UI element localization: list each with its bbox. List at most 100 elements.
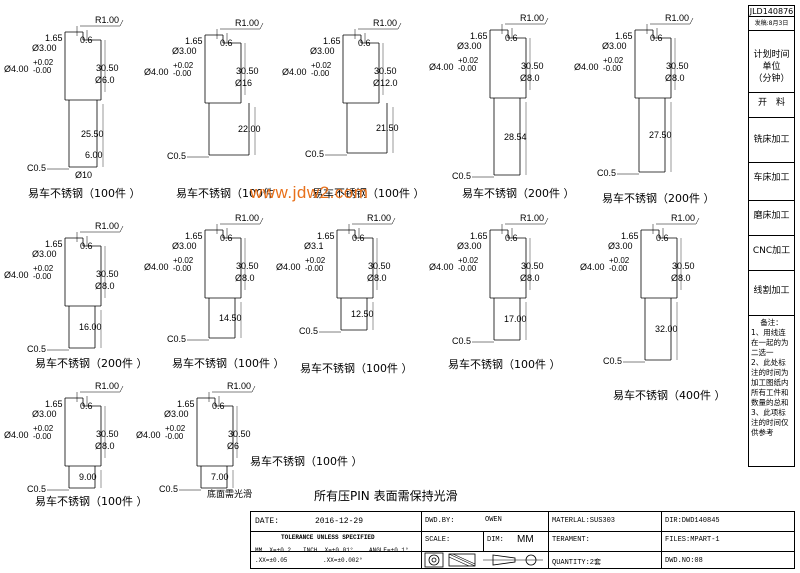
offset-label: 1.65	[621, 231, 639, 241]
radius-label: R1.00	[235, 18, 260, 28]
quantity: QUANTITY:2套	[552, 559, 602, 567]
outline-line	[251, 385, 256, 393]
tolerance-title: TOLERANCE UNLESS SPECIFIED	[281, 534, 375, 541]
scale-label: SCALE:	[425, 536, 451, 544]
radius-label: R1.00	[665, 13, 690, 23]
chamfer-label: C0.5	[452, 171, 472, 181]
tolerance-upper: +0.02	[173, 61, 194, 70]
body-length-label: 17.00	[504, 314, 527, 324]
offset-label: 1.65	[45, 239, 63, 249]
tb-line	[483, 531, 484, 551]
tb-line	[548, 512, 549, 568]
tip-diameter-label: Ø3.00	[172, 241, 197, 251]
part-outline	[47, 385, 124, 491]
radius-label: R1.00	[227, 381, 252, 391]
depth-label: 0.6	[650, 33, 663, 43]
body-diameter-label: Ø16	[235, 78, 253, 88]
tol-xx: .XX=±0.05	[255, 557, 288, 564]
offset-label: 1.65	[185, 36, 203, 46]
depth-label: 0.6	[352, 233, 365, 243]
material-caption: 易车不锈钢（200件 ）	[602, 192, 715, 205]
offset-label: 1.65	[45, 399, 63, 409]
radius-label: R1.00	[95, 221, 120, 231]
offset-label: 1.65	[615, 31, 633, 41]
chamfer-label: C0.5	[305, 149, 325, 159]
shank-diameter-label: Ø4.00	[276, 262, 301, 272]
part-outline	[47, 225, 124, 351]
tolerance-upper: +0.02	[33, 58, 54, 67]
tolerance-upper: +0.02	[33, 264, 54, 273]
material-caption: 易车不锈钢（200件 ）	[462, 187, 575, 200]
offset-label: 1.65	[185, 231, 203, 241]
body-length-label: 16.00	[79, 322, 102, 332]
pin-length-label: 30.50	[96, 63, 119, 73]
row-milling: 铣床加工	[749, 118, 794, 163]
depth-label: 0.6	[505, 33, 518, 43]
body-length-label: 21.50	[376, 123, 399, 133]
shank-diameter-label: Ø4.00	[4, 64, 29, 74]
general-note: 所有压PIN 表面需保持光滑	[314, 489, 458, 503]
tolerance-lower: -0.00	[33, 272, 52, 281]
depth-label: 0.6	[220, 233, 233, 243]
row-cutting: 开 料	[749, 93, 794, 118]
tolerance-lower: -0.00	[311, 69, 330, 78]
body-diameter-label: Ø8.0	[665, 73, 685, 83]
shank-diameter-label: Ø4.00	[429, 262, 454, 272]
depth-label: 0.6	[656, 233, 669, 243]
shank-diameter-label: Ø4.00	[4, 430, 29, 440]
body-diameter-label: Ø12.0	[373, 78, 398, 88]
part-outline	[47, 19, 124, 170]
depth-label: 0.6	[80, 401, 93, 411]
doc-number: JLD140876	[749, 7, 794, 17]
plan-time-header: 计划时间 单位 （分钟）	[749, 31, 794, 93]
pin-length-label: 30.50	[236, 261, 259, 271]
radius-label: R1.00	[520, 213, 545, 223]
sub-length-label: 6.00	[85, 150, 103, 160]
chamfer-label: C0.5	[159, 484, 179, 494]
body-diameter-label: Ø8.0	[520, 73, 540, 83]
pin-length-label: 30.50	[368, 261, 391, 271]
chamfer-label: C0.5	[603, 356, 623, 366]
tolerance-upper: +0.02	[173, 256, 194, 265]
tip-diameter-label: Ø3.1	[304, 241, 324, 251]
pin-length-label: 30.50	[228, 429, 251, 439]
shank-diameter-label: Ø4.00	[136, 430, 161, 440]
pin-length-label: 30.50	[96, 269, 119, 279]
material-caption: 易车不锈钢（100件 ）	[300, 362, 413, 375]
dwd-by-label: DWD.BY:	[425, 517, 455, 525]
tolerance-upper: +0.02	[305, 256, 326, 265]
shank-diameter-label: Ø4.00	[429, 62, 454, 72]
outline-line	[689, 17, 694, 25]
tolerance-upper: +0.02	[609, 256, 630, 265]
body-length-label: 9.00	[79, 472, 97, 482]
tolerance-upper: +0.02	[165, 424, 186, 433]
body-diameter-label: Ø8.0	[671, 273, 691, 283]
body-diameter-label: Ø8.0	[95, 281, 115, 291]
outline-line	[119, 385, 124, 393]
body-diameter-label: Ø8.0	[367, 273, 387, 283]
tolerance-lower: -0.00	[33, 66, 52, 75]
shank-diameter-label: Ø4.00	[144, 67, 169, 77]
row-grinding: 磨床加工	[749, 201, 794, 236]
tip-diameter-label: Ø3.00	[32, 409, 57, 419]
pin-length-label: 30.50	[374, 66, 397, 76]
outline-line	[119, 225, 124, 233]
shank-diameter-label: Ø4.00	[580, 262, 605, 272]
body-diameter-label: Ø6.0	[95, 75, 115, 85]
date-value: 2016-12-29	[315, 517, 364, 526]
outline-line	[259, 22, 264, 30]
offset-label: 1.65	[177, 399, 195, 409]
row-wire-cut: 线割加工	[749, 271, 794, 316]
body-diameter-label: Ø8.0	[235, 273, 255, 283]
tolerance-lower: -0.00	[458, 64, 477, 73]
offset-label: 1.65	[470, 31, 488, 41]
shank-diameter-label: Ø4.00	[282, 67, 307, 77]
dwd-by-value: OWEN	[485, 516, 502, 524]
doc-sub: 发稿:8月3日	[749, 17, 794, 31]
body-length-label: 12.50	[351, 309, 374, 319]
tol-xxx: .XX=±0.002°	[323, 557, 363, 564]
depth-label: 0.6	[80, 35, 93, 45]
date-label: DATE:	[255, 517, 280, 526]
shank-diameter-label: Ø4.00	[144, 262, 169, 272]
part-outline	[472, 17, 549, 178]
